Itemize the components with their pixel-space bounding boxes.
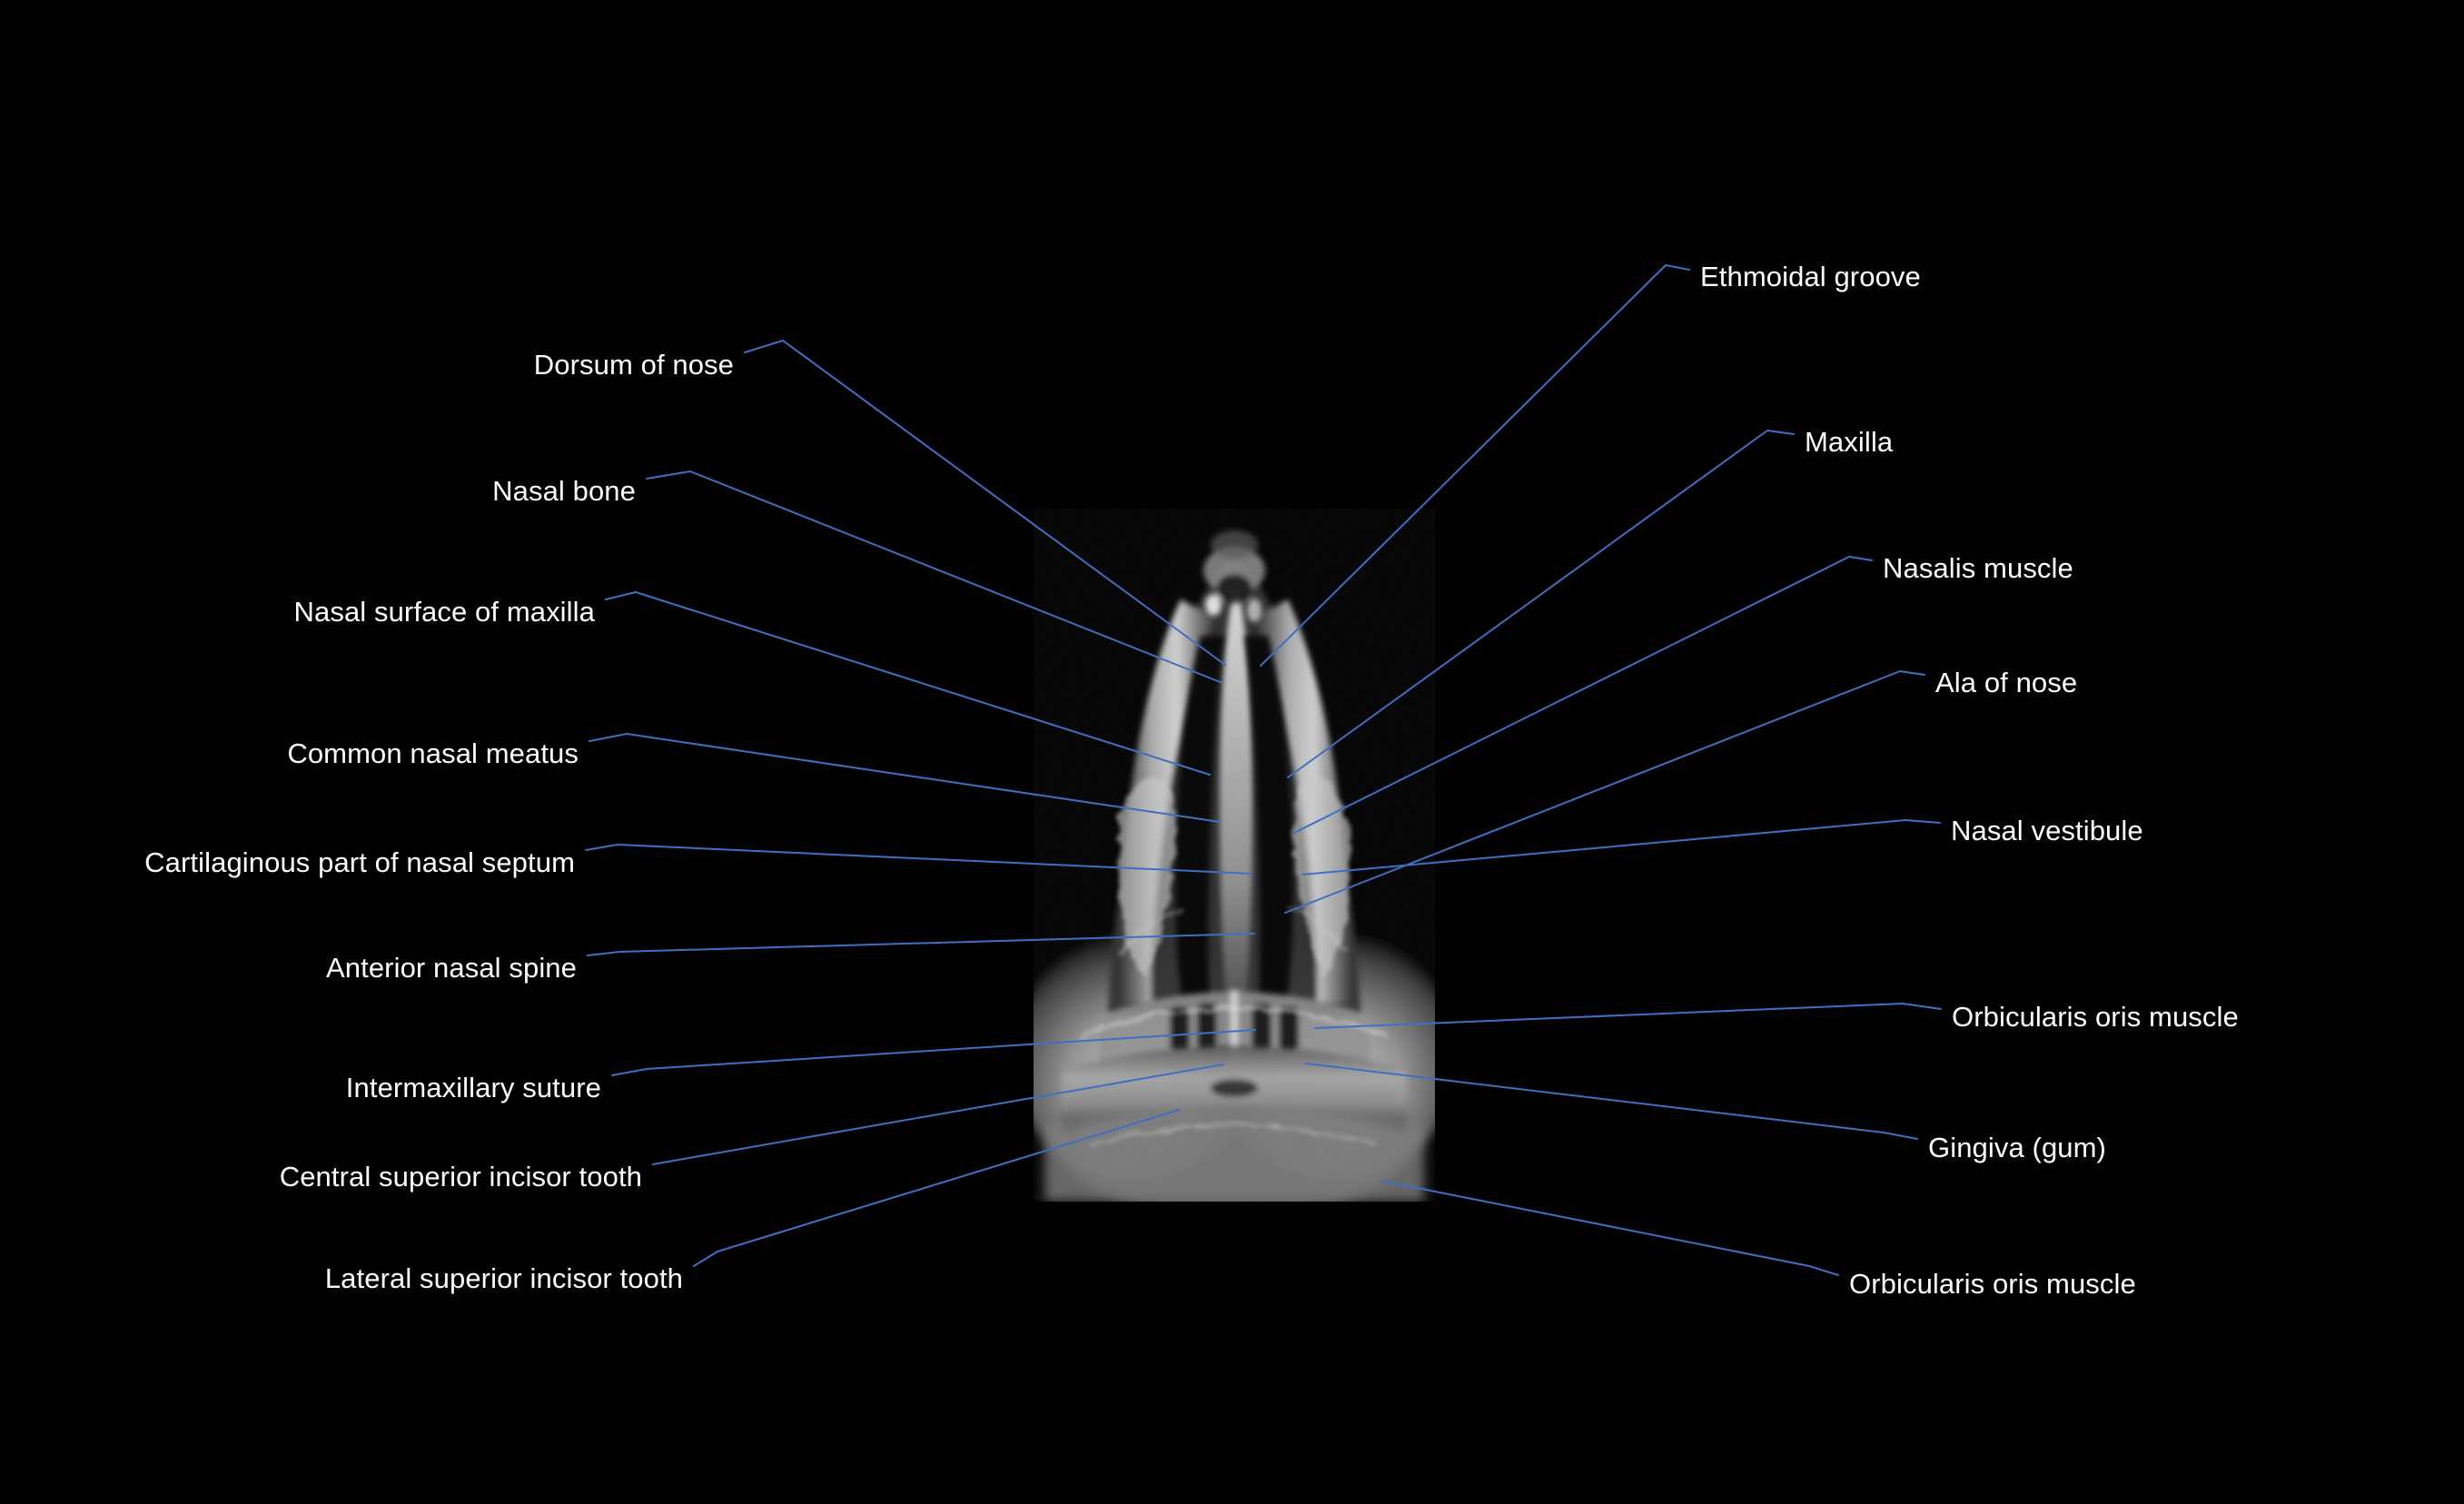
- label-gingiva-gum: Gingiva (gum): [1928, 1132, 2106, 1163]
- leader-line-cartilaginous-part-of-septum: [585, 844, 1252, 875]
- label-cartilaginous-part-of-septum: Cartilaginous part of nasal septum: [144, 846, 575, 878]
- leader-line-common-nasal-meatus: [589, 733, 1221, 823]
- leader-line-dorsum-of-nose: [744, 340, 1226, 666]
- leader-line-nasal-vestibule: [1301, 819, 1941, 876]
- label-ala-of-nose: Ala of nose: [1935, 667, 2078, 698]
- label-orbicularis-oris-upper: Orbicularis oris muscle: [1952, 1001, 2239, 1033]
- leader-line-nasal-bone: [646, 470, 1223, 684]
- label-nasal-surface-of-maxilla: Nasal surface of maxilla: [293, 596, 595, 628]
- label-central-superior-incisor: Central superior incisor tooth: [279, 1161, 642, 1192]
- leader-line-maxilla: [1287, 430, 1795, 778]
- label-common-nasal-meatus: Common nasal meatus: [287, 737, 579, 769]
- leader-line-ethmoidal-groove: [1260, 264, 1690, 667]
- label-intermaxillary-suture: Intermaxillary suture: [345, 1072, 601, 1103]
- label-anterior-nasal-spine: Anterior nasal spine: [326, 952, 577, 984]
- label-ethmoidal-groove: Ethmoidal groove: [1700, 261, 1921, 292]
- label-orbicularis-oris-lower: Orbicularis oris muscle: [1849, 1268, 2136, 1300]
- leader-line-nasal-surface-of-maxilla: [605, 591, 1211, 776]
- leader-line-orbicularis-oris-lower: [1380, 1180, 1839, 1276]
- leader-line-central-superior-incisor: [652, 1064, 1224, 1165]
- leader-line-orbicularis-oris-upper: [1314, 1003, 1942, 1029]
- label-nasal-bone: Nasal bone: [492, 475, 636, 507]
- label-maxilla: Maxilla: [1805, 426, 1894, 458]
- label-lateral-superior-incisor: Lateral superior incisor tooth: [324, 1262, 683, 1294]
- label-nasalis-muscle: Nasalis muscle: [1883, 552, 2073, 584]
- leader-line-gingiva-gum: [1305, 1063, 1918, 1140]
- leader-line-intermaxillary-suture: [611, 1029, 1256, 1076]
- label-nasal-vestibule: Nasal vestibule: [1951, 815, 2143, 846]
- label-dorsum-of-nose: Dorsum of nose: [533, 349, 734, 381]
- leader-line-nasalis-muscle: [1291, 556, 1873, 835]
- leader-line-ala-of-nose: [1284, 670, 1925, 914]
- leader-line-lateral-superior-incisor: [693, 1109, 1180, 1267]
- leader-line-anterior-nasal-spine: [587, 933, 1255, 956]
